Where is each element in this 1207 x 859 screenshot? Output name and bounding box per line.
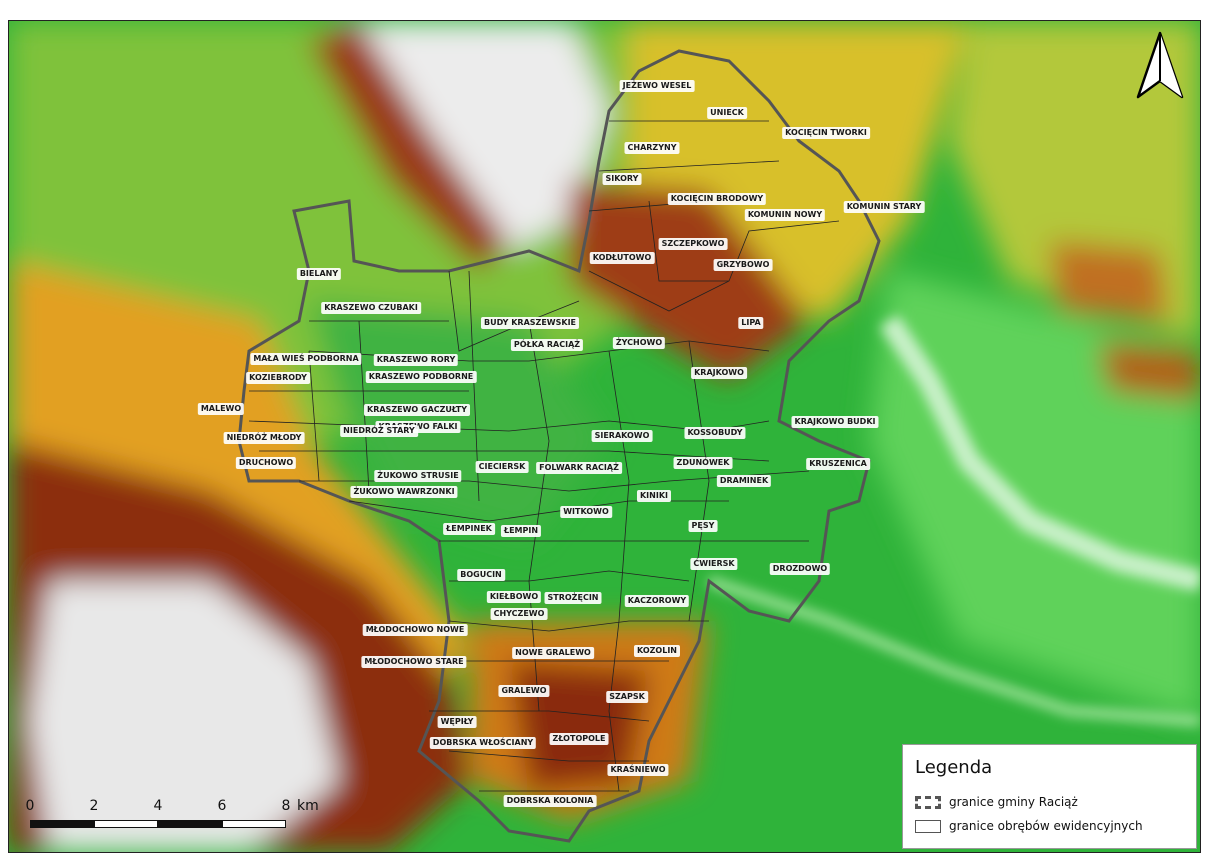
obreb-label: CHYCZEWO bbox=[490, 608, 548, 620]
obreb-label: WĘPIŁY bbox=[437, 716, 477, 728]
obreb-label: BOGUCIN bbox=[457, 569, 505, 581]
scale-tick-0: 0 bbox=[25, 798, 35, 814]
obreb-label: PÓŁKA RACIĄŻ bbox=[510, 339, 584, 351]
obreb-label: GRALEWO bbox=[498, 685, 550, 697]
scale-segment-4 bbox=[222, 820, 286, 828]
obreb-label: KRAŚNIEWO bbox=[607, 764, 669, 776]
map-legend: Legenda granice gminy Raciąż granice obr… bbox=[902, 744, 1197, 849]
gmina-boundary bbox=[237, 49, 881, 843]
obreb-label: MŁODOCHOWO STARE bbox=[361, 656, 467, 668]
obreb-label: SZCZEPKOWO bbox=[658, 238, 728, 250]
obreb-label: ŻYCHOWO bbox=[612, 337, 666, 349]
scale-tick-6: 6 bbox=[217, 798, 227, 814]
obreb-label: ŁEMPIN bbox=[500, 525, 542, 537]
obreb-label: ŁEMPINEK bbox=[443, 523, 495, 535]
obreb-label: CIECIERSK bbox=[475, 461, 529, 473]
north-arrow-icon bbox=[1136, 31, 1184, 99]
scale-bar: 0 2 4 6 8 km bbox=[25, 798, 327, 838]
legend-item-label: granice gminy Raciąż bbox=[949, 795, 1078, 809]
map-frame[interactable]: JEŻEWO WESEL UNIECK KOCIĘCIN TWORKI CHARZYN… bbox=[8, 20, 1201, 853]
obreb-label: ZDUNÓWEK bbox=[673, 457, 733, 469]
obreb-label: CHARZYNY bbox=[624, 142, 680, 154]
scale-tick-4: 4 bbox=[153, 798, 163, 814]
scale-tick-2: 2 bbox=[89, 798, 99, 814]
legend-item-obreby: granice obrębów ewidencyjnych bbox=[915, 817, 1143, 835]
obreb-label: SZAPSK bbox=[606, 691, 648, 703]
obreb-label: PĘSY bbox=[688, 520, 718, 532]
obreb-label: KRASZEWO GACZUŁTY bbox=[364, 404, 470, 416]
obreb-label: DRUCHOWO bbox=[235, 457, 297, 469]
obreb-label: WITKOWO bbox=[560, 506, 612, 518]
obreb-label: SIKORY bbox=[602, 173, 642, 185]
obreb-label: KRAJKOWO bbox=[691, 367, 747, 379]
scale-segment-1 bbox=[30, 820, 94, 828]
obreb-label: NIEDRÓŻ STARY bbox=[340, 425, 418, 437]
obreb-label: MALEWO bbox=[197, 403, 245, 415]
obreb-label: KOMUNIN STARY bbox=[843, 201, 925, 213]
obreb-label: KOZOLIN bbox=[633, 645, 681, 657]
solid-boundary-swatch bbox=[915, 819, 941, 833]
obreb-label: STROŻĘCIN bbox=[544, 592, 602, 604]
obreb-label: LIPA bbox=[738, 317, 764, 329]
obreb-label: DRAMINEK bbox=[716, 475, 772, 487]
obreb-label: KOMUNIN NOWY bbox=[744, 209, 826, 221]
obreb-label: FOLWARK RACIĄŻ bbox=[536, 462, 622, 474]
obreb-label: SIERAKOWO bbox=[591, 430, 653, 442]
river-valley bbox=[707, 314, 1200, 726]
obreb-label: ZŁOTOPOLE bbox=[549, 733, 609, 745]
scale-segment-3 bbox=[158, 820, 222, 828]
dashed-boundary-swatch bbox=[915, 795, 941, 809]
legend-item-gmina: granice gminy Raciąż bbox=[915, 793, 1078, 811]
obreb-label: ŻUKOWO STRUSIE bbox=[374, 470, 462, 482]
obreb-label: KRAJKOWO BUDKI bbox=[791, 416, 879, 428]
obreb-label: KRASZEWO RORY bbox=[373, 354, 459, 366]
obreb-label: DROZDOWO bbox=[769, 563, 831, 575]
obreb-label: UNIECK bbox=[707, 107, 747, 119]
obreb-label: DOBRSKA KOLONIA bbox=[503, 795, 597, 807]
obreb-label: JEŻEWO WESEL bbox=[619, 80, 695, 92]
obreb-label: KRASZEWO PODBORNE bbox=[365, 371, 477, 383]
obreb-label: MŁODOCHOWO NOWE bbox=[362, 624, 468, 636]
obreb-label: GRZYBOWO bbox=[713, 259, 773, 271]
obreb-label: KOSSOBUDY bbox=[684, 427, 746, 439]
scale-segment-2 bbox=[94, 820, 158, 828]
scale-unit: km bbox=[297, 798, 319, 814]
obreb-label: KINIKI bbox=[636, 490, 672, 502]
page-header-strip bbox=[0, 0, 1207, 20]
obreb-label: BUDY KRASZEWSKIE bbox=[480, 317, 580, 329]
obreb-label: DOBRSKA WŁOŚCIANY bbox=[429, 737, 537, 749]
obreb-label: KOZIEBRODY bbox=[246, 372, 310, 384]
obreb-label: KIEŁBOWO bbox=[486, 591, 542, 603]
legend-item-label: granice obrębów ewidencyjnych bbox=[949, 819, 1143, 833]
obreb-label: KRASZEWO CZUBAKI bbox=[321, 302, 421, 314]
obreb-label: KRUSZENICA bbox=[806, 458, 870, 470]
obreb-label: MAŁA WIEŚ PODBORNA bbox=[250, 353, 362, 365]
obreb-label: BIELANY bbox=[296, 268, 342, 280]
obreb-label: ŻUKOWO WAWRZONKI bbox=[350, 486, 458, 498]
obreb-label: KACZOROWY bbox=[624, 595, 690, 607]
legend-title: Legenda bbox=[915, 757, 993, 778]
obreb-label: KODŁUTOWO bbox=[589, 252, 655, 264]
obreb-label: ĆWIERSK bbox=[690, 558, 738, 570]
obreb-label: NOWE GRALEWO bbox=[512, 647, 594, 659]
obreb-label: KOCIĘCIN TWORKI bbox=[782, 127, 870, 139]
scale-tick-8: 8 bbox=[281, 798, 291, 814]
obreb-label: NIEDRÓŻ MŁODY bbox=[223, 432, 305, 444]
obreb-label: KOCIĘCIN BRODOWY bbox=[667, 193, 767, 205]
